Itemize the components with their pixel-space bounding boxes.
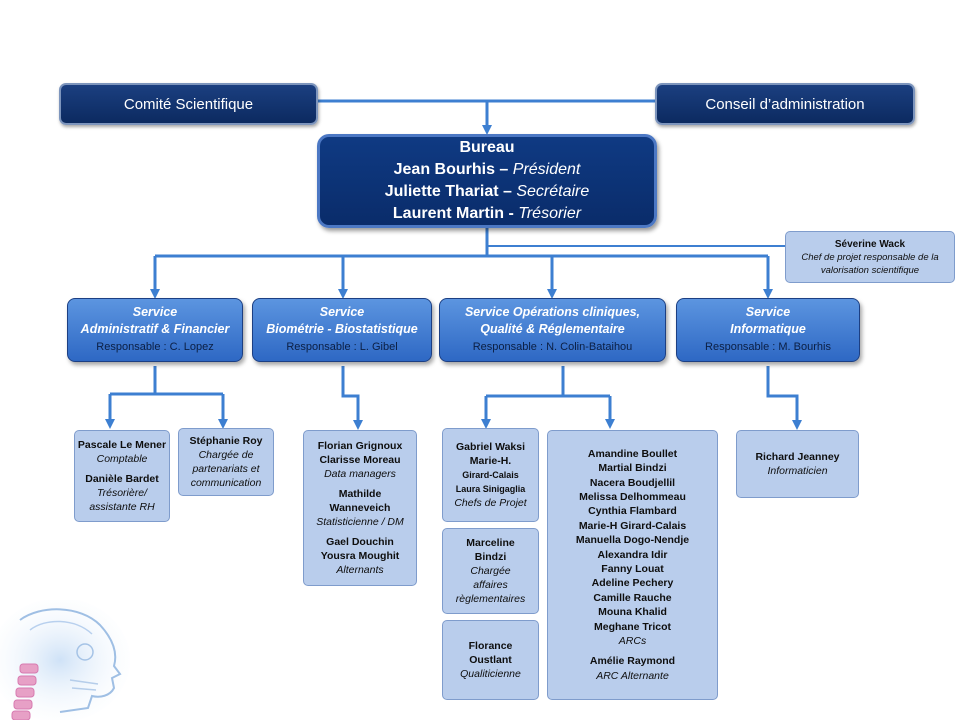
staff-name: Gabriel Waksi [455, 441, 526, 453]
arrow-info-staff [766, 366, 802, 430]
side-note-name: Séverine Wack [834, 238, 906, 250]
service-responsable: Responsable : C. Lopez [96, 341, 214, 353]
staff-role: règlementaires [455, 593, 526, 605]
staff-role: Comptable [96, 453, 148, 465]
service-line1: Service [319, 305, 365, 319]
service-operations-cliniques: Service Opérations cliniques, Qualité & … [439, 298, 666, 362]
staff-box-arcs: Amandine Boullet Martial Bindzi Nacera B… [547, 430, 718, 700]
service-line2: Qualité & Réglementaire [480, 322, 625, 336]
bureau-title: Bureau [459, 139, 515, 156]
service-line2: Biométrie - Biostatistique [266, 322, 418, 336]
member-role: Président [512, 161, 581, 178]
staff-name: Marie-H Girard-Calais [578, 519, 687, 532]
staff-role: Chargée [470, 565, 511, 577]
staff-name: Manuella Dogo-Nendje [575, 534, 690, 547]
staff-name: Alexandra Idir [597, 548, 668, 561]
service-responsable: Responsable : N. Colin-Bataihou [472, 341, 633, 353]
staff-name: Yousra Moughit [320, 550, 400, 562]
bureau-member: Laurent Martin - Trésorier [393, 203, 581, 225]
staff-role: Chargée de [198, 449, 254, 461]
staff-role: partenariats et [192, 463, 260, 475]
staff-name: Stéphanie Roy [189, 435, 263, 447]
service-informatique: Service Informatique Responsable : M. Bo… [676, 298, 860, 362]
staff-box-comptabilite: Pascale Le Mener Comptable Danièle Barde… [74, 430, 170, 522]
staff-name: Fanny Louat [601, 563, 664, 575]
staff-name: Mouna Khalid [598, 606, 667, 619]
service-line1: Service Opérations cliniques, [464, 305, 641, 319]
staff-name: Melissa Delhommeau [579, 490, 686, 503]
staff-name: Nacera Boudjellil [589, 476, 676, 489]
member-separator: - [504, 205, 519, 222]
member-name: Jean Bourhis [393, 161, 495, 178]
staff-name: Adeline Pechery [591, 577, 674, 590]
staff-box-reglementaire: Marceline Bindzi Chargée affaires règlem… [442, 528, 539, 614]
conseil-administration-box: Conseil d’administration [655, 83, 915, 125]
staff-name: Amandine Boullet [587, 447, 678, 460]
staff-name: Meghane Tricot [593, 620, 671, 633]
service-line2: Informatique [730, 322, 806, 336]
member-name: Laurent Martin [392, 205, 505, 222]
bureau-box: Bureau Jean Bourhis – Président Juliette… [317, 134, 657, 228]
comite-scientifique-label: Comité Scientifique [123, 95, 254, 113]
bureau-member: Jean Bourhis – Président [394, 159, 581, 181]
staff-role: communication [190, 477, 262, 489]
staff-name: Florian Grignoux [317, 440, 403, 452]
staff-name: Pascale Le Mener [77, 439, 167, 451]
member-name: Juliette Thariat [384, 183, 499, 200]
service-responsable: Responsable : L. Gibel [286, 341, 398, 353]
staff-role: Statisticienne / DM [316, 516, 404, 528]
staff-box-biometrie: Florian Grignoux Clarisse Moreau Data ma… [303, 430, 417, 586]
staff-name: Gael Douchin [326, 536, 394, 548]
staff-box-informatique: Richard Jeanney Informaticien [736, 430, 859, 498]
service-admin-financier: Service Administratif & Financier Respon… [67, 298, 243, 362]
staff-name: Girard-Calais [462, 470, 519, 480]
service-responsable: Responsable : M. Bourhis [705, 341, 831, 353]
staff-role: assistante RH [89, 501, 155, 513]
service-line1: Service [132, 305, 178, 319]
member-separator: – [498, 183, 517, 200]
staff-name: Laura Sinigaglia [455, 484, 526, 494]
service-line2: Administratif & Financier [80, 322, 230, 336]
staff-name: Amélie Raymond [589, 655, 676, 668]
staff-role: Chefs de Projet [454, 497, 527, 509]
staff-name: Camille Rauche [593, 591, 672, 604]
staff-role: Trésorière/ [97, 487, 147, 499]
member-role: Trésorier [518, 205, 582, 222]
member-separator: – [494, 161, 513, 178]
staff-name: Marie-H. [469, 455, 512, 467]
staff-name: Mathilde [338, 488, 382, 500]
staff-name: Oustlant [469, 654, 512, 666]
staff-name: Florance [468, 640, 513, 652]
skull-illustration [0, 600, 130, 720]
service-line1: Service [745, 305, 791, 319]
conseil-administration-label: Conseil d’administration [705, 95, 865, 113]
staff-box-chefs-projet: Gabriel Waksi Marie-H. Girard-Calais Lau… [442, 428, 539, 522]
staff-name: Bindzi [474, 551, 507, 563]
service-biometrie: Service Biométrie - Biostatistique Respo… [252, 298, 432, 362]
arrow-biometrie-staff [341, 366, 363, 430]
staff-name: Wanneveich [329, 502, 391, 514]
staff-name: Martial Bindzi [598, 462, 667, 475]
staff-box-qualite: Florance Oustlant Qualiticienne [442, 620, 539, 700]
staff-name: Danièle Bardet [85, 473, 159, 485]
staff-role: ARC Alternante [596, 669, 669, 682]
staff-name: Cynthia Flambard [588, 505, 677, 518]
staff-box-partenariats: Stéphanie Roy Chargée de partenariats et… [178, 428, 274, 496]
staff-role: Data managers [324, 468, 396, 480]
side-note-box: Séverine Wack Chef de projet responsable… [785, 231, 955, 283]
staff-role: Informaticien [767, 465, 828, 477]
staff-name: Marceline [466, 537, 515, 549]
member-role: Secrétaire [516, 183, 590, 200]
staff-name: Clarisse Moreau [319, 454, 401, 466]
staff-role: Alternants [336, 564, 384, 576]
side-note-role: Chef de projet responsable de la valoris… [801, 251, 939, 276]
staff-role: ARCs [618, 635, 647, 648]
bureau-member: Juliette Thariat – Secrétaire [385, 181, 590, 203]
staff-role: Qualiticienne [460, 668, 521, 680]
staff-name: Richard Jeanney [755, 451, 840, 463]
comite-scientifique-box: Comité Scientifique [59, 83, 318, 125]
staff-role: affaires [473, 579, 508, 591]
